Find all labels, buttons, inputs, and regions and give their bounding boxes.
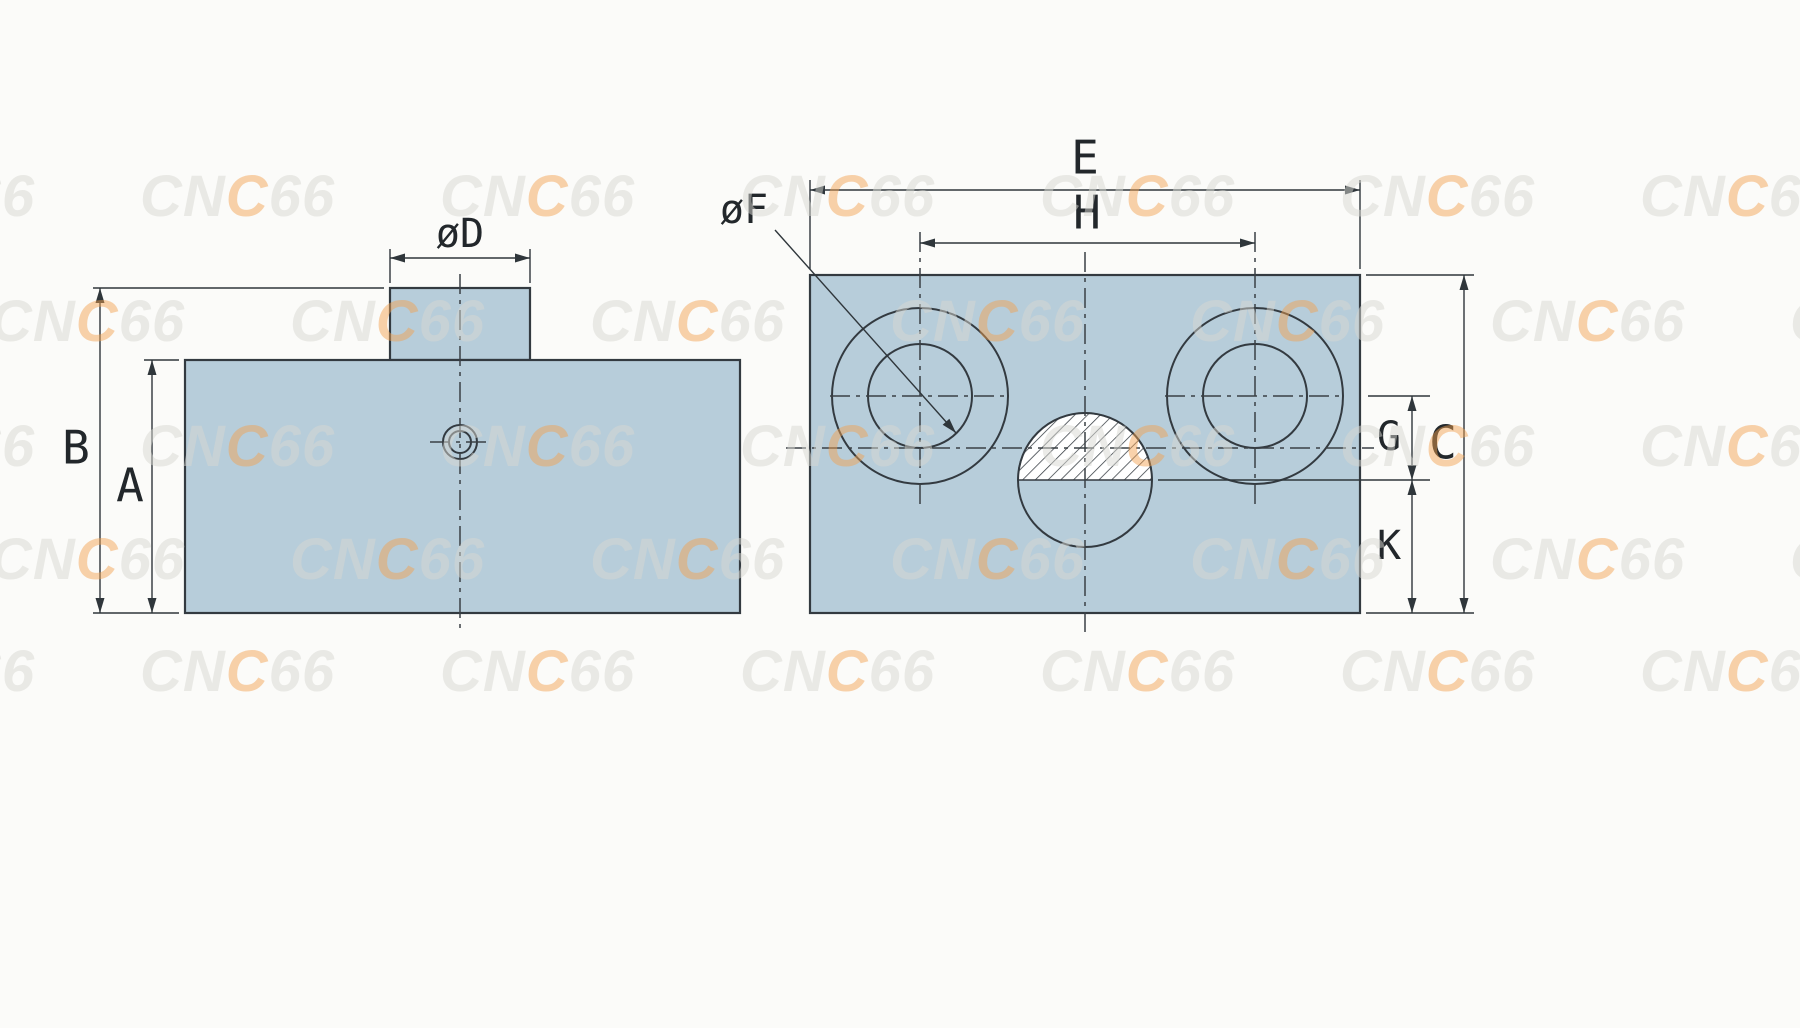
top-view: E H øF C (720, 131, 1474, 634)
dim-label-h: H (1073, 186, 1101, 240)
dim-label-c: C (1429, 416, 1457, 470)
dim-label-d: øD (436, 211, 484, 257)
dimension-d: øD (389, 211, 531, 283)
dimension-b: B (62, 287, 384, 614)
dimension-g: G (1158, 395, 1430, 481)
dim-label-k: K (1377, 523, 1401, 569)
leader-line-f (774, 229, 957, 434)
dim-label-e: E (1071, 131, 1099, 185)
dim-label-b: B (62, 421, 90, 475)
dim-label-a: A (116, 459, 144, 513)
dimension-h: H (920, 186, 1255, 248)
side-view-body (183, 358, 742, 615)
dimension-a: A (116, 359, 179, 613)
dimension-f: øF (720, 187, 957, 434)
side-view: øD B A (62, 211, 742, 634)
dimension-k: K (1377, 480, 1417, 613)
dim-label-f: øF (720, 187, 768, 233)
dimension-e: E (809, 131, 1361, 269)
dim-label-g: G (1377, 414, 1401, 460)
dimension-c: C (1366, 274, 1474, 614)
